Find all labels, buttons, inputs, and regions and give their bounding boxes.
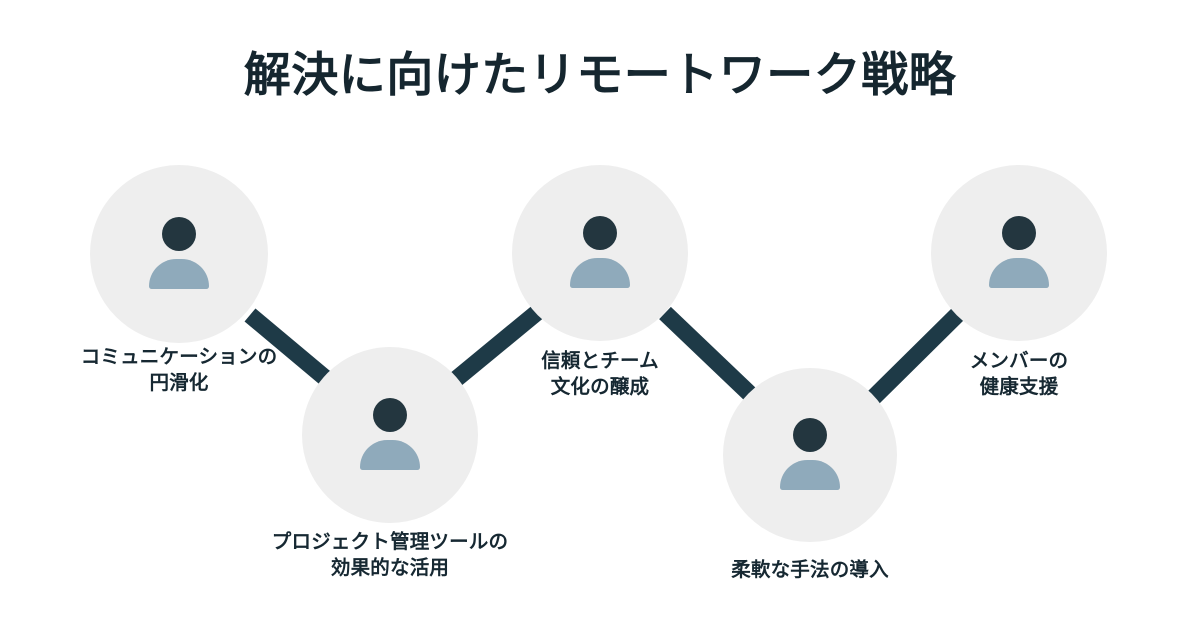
node-4-circle[interactable] — [723, 368, 897, 542]
person-head-icon — [1002, 216, 1036, 250]
node-1-label: コミュニケーションの 円滑化 — [80, 346, 278, 394]
node-4-label: 柔軟な手法の導入 — [731, 559, 889, 581]
node-1-circle[interactable] — [90, 165, 268, 343]
node-3-circle[interactable] — [512, 165, 688, 341]
person-body-icon — [780, 460, 840, 490]
person-icon — [142, 217, 216, 291]
person-icon — [773, 418, 847, 492]
node-3-label: 信頼とチーム 文化の醸成 — [541, 350, 659, 398]
person-head-icon — [162, 217, 196, 251]
person-icon — [353, 398, 427, 472]
person-body-icon — [149, 259, 209, 289]
page-title: 解決に向けたリモートワーク戦略 — [243, 48, 957, 101]
node-2-label: プロジェクト管理ツールの 効果的な活用 — [271, 531, 509, 579]
person-head-icon — [793, 418, 827, 452]
node-5-circle[interactable] — [931, 165, 1107, 341]
person-body-icon — [570, 258, 630, 288]
person-body-icon — [989, 258, 1049, 288]
person-icon — [982, 216, 1056, 290]
person-head-icon — [373, 398, 407, 432]
node-5-label: メンバーの 健康支援 — [969, 350, 1069, 398]
node-2-circle[interactable] — [302, 347, 478, 523]
person-body-icon — [360, 440, 420, 470]
person-head-icon — [583, 216, 617, 250]
person-icon — [563, 216, 637, 290]
